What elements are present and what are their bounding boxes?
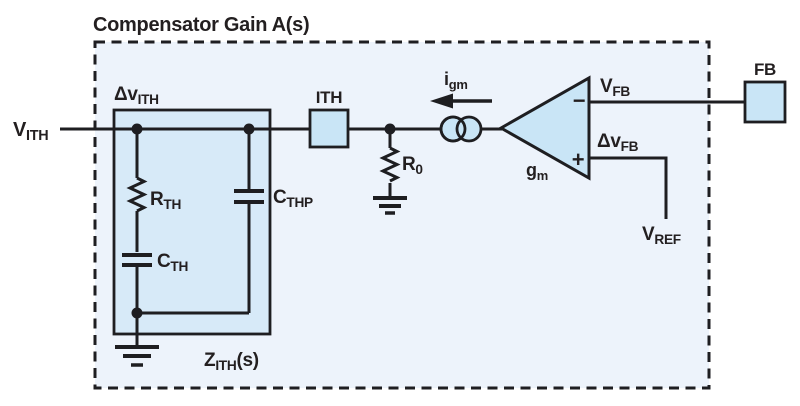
wire-plus-to-vref xyxy=(589,156,668,219)
ith-pin-square xyxy=(308,108,350,149)
cthp-capacitor xyxy=(234,189,264,204)
ground-icon xyxy=(115,345,159,367)
vith-label: VITH xyxy=(13,119,48,144)
junction-dot xyxy=(131,307,143,319)
ground-icon xyxy=(373,196,407,215)
delta-vfb-label: ΔvFB xyxy=(597,131,639,154)
junction-dots xyxy=(131,123,396,319)
cth-label: CTH xyxy=(157,251,188,274)
r0-resistor xyxy=(379,146,401,183)
igm-arrow-head xyxy=(430,93,453,109)
fb-pin-label: FB xyxy=(754,60,776,79)
junction-dot xyxy=(243,123,255,135)
ith-pin-label: ITH xyxy=(316,88,343,107)
rth-label: RTH xyxy=(150,189,181,212)
gm-amplifier-triangle xyxy=(497,75,591,181)
cth-capacitor xyxy=(122,253,152,267)
current-source xyxy=(439,115,483,143)
igm-arrow-icon xyxy=(430,93,492,109)
junction-dot xyxy=(131,123,143,135)
zith-label: ZITH(s) xyxy=(204,350,259,373)
cthp-label: CTHP xyxy=(273,187,313,210)
junction-dot xyxy=(384,123,396,135)
minus-sign: − xyxy=(573,88,586,113)
igm-label: igm xyxy=(444,69,468,92)
wires xyxy=(60,100,745,346)
current-source-circle-outline xyxy=(439,115,467,143)
rth-resistor xyxy=(126,176,148,213)
vref-label: VREF xyxy=(642,224,681,247)
delta-vith-label: ΔvITH xyxy=(114,84,159,107)
fb-pin-square xyxy=(743,80,787,124)
vfb-label: VFB xyxy=(600,76,630,99)
gm-label: gm xyxy=(526,160,548,183)
zith-network-box xyxy=(112,108,272,336)
r0-label: R0 xyxy=(402,154,423,177)
plus-sign: + xyxy=(572,147,585,172)
diagram-title: Compensator Gain A(s) xyxy=(93,14,309,36)
